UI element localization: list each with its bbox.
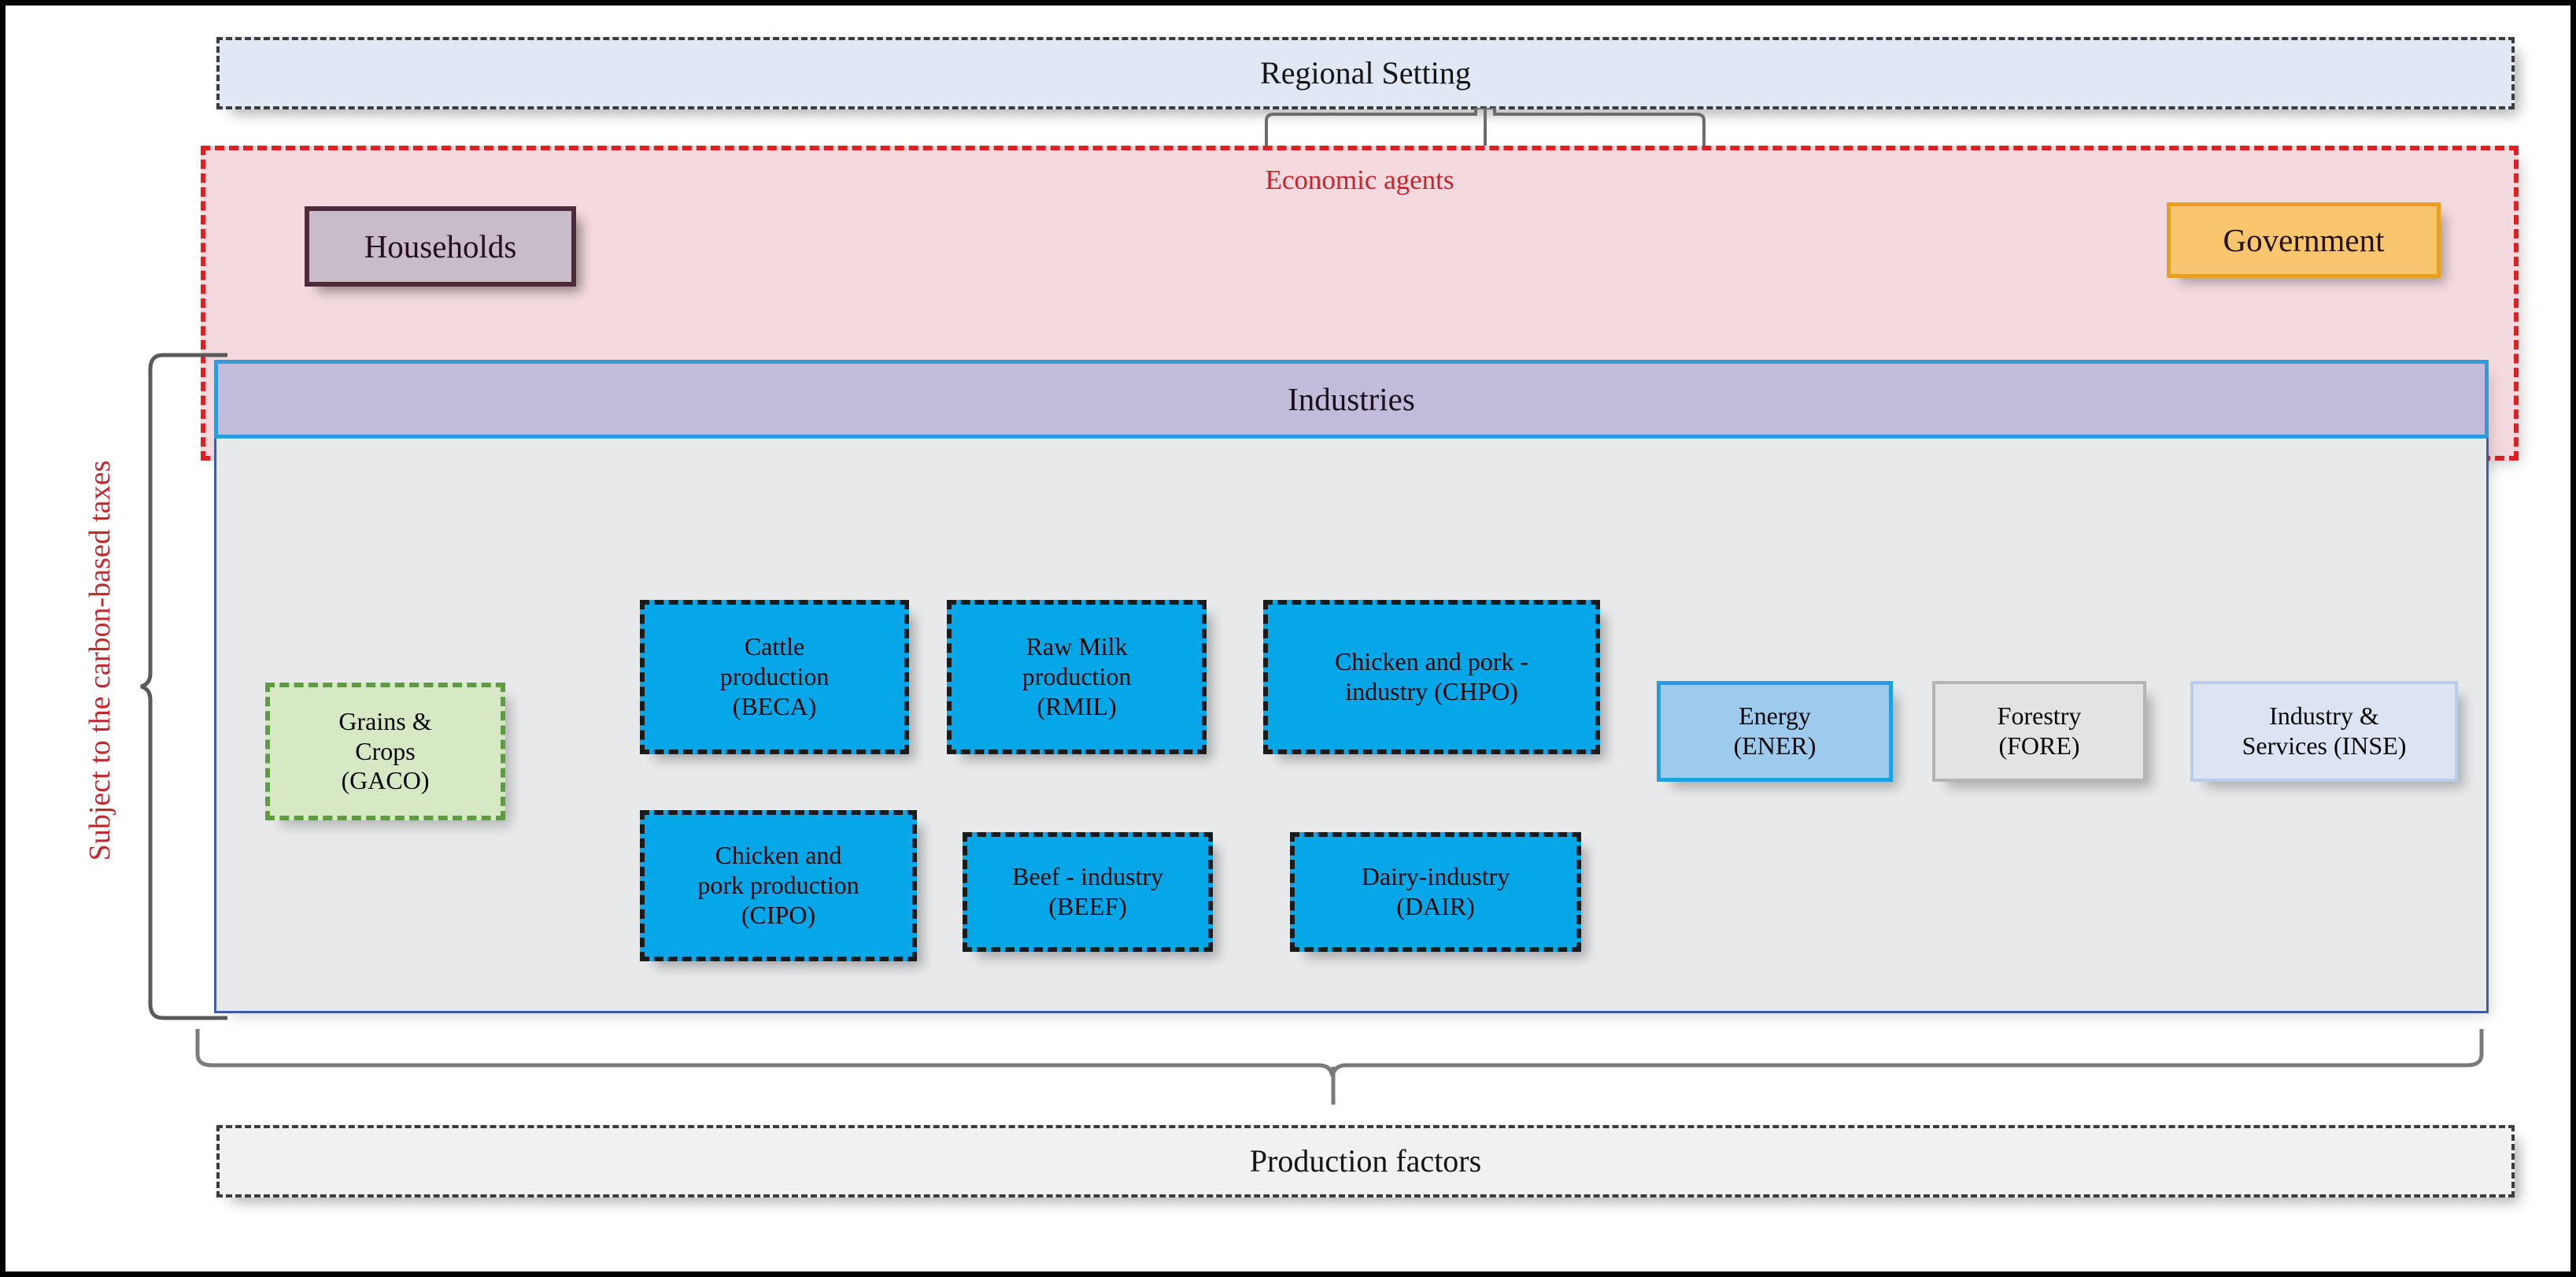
industry-label-beef: Beef - industry (BEEF) — [1012, 862, 1163, 920]
industry-label-chpo: Chicken and pork - industry (CHPO) — [1334, 647, 1529, 705]
industry-box-inse[interactable]: Industry & Services (INSE) — [2190, 681, 2458, 782]
industry-box-beca[interactable]: Cattle production (BECA) — [640, 600, 909, 754]
industry-label-ener: Energy (ENER) — [1733, 701, 1817, 760]
production-factors-brace-icon — [195, 1029, 2484, 1105]
industry-label-inse: Industry & Services (INSE) — [2242, 701, 2407, 760]
economic-agents-label: Economic agents — [1265, 165, 1454, 195]
industry-label-dair: Dairy-industry (DAIR) — [1361, 862, 1510, 920]
regional-setting-label: Regional Setting — [1260, 55, 1471, 91]
industry-box-gaco[interactable]: Grains & Crops (GACO) — [265, 683, 505, 820]
industry-label-beca: Cattle production (BECA) — [719, 632, 830, 720]
production-factors-band: Production factors — [216, 1125, 2515, 1197]
industry-label-rmil: Raw Milk production (RMIL) — [1022, 632, 1132, 720]
production-factors-label: Production factors — [1249, 1143, 1482, 1179]
industries-label: Industries — [1288, 380, 1415, 417]
industry-label-gaco: Grains & Crops (GACO) — [338, 706, 432, 795]
regional-setting-band: Regional Setting — [216, 37, 2515, 109]
government-box[interactable]: Government — [2167, 202, 2441, 278]
households-label: Households — [364, 228, 517, 265]
industry-label-fore: Forestry (FORE) — [1997, 701, 2082, 760]
industry-box-chpo[interactable]: Chicken and pork - industry (CHPO) — [1263, 600, 1600, 754]
industries-band: Industries — [214, 360, 2489, 439]
industry-box-dair[interactable]: Dairy-industry (DAIR) — [1290, 832, 1581, 952]
industry-label-cipo: Chicken and pork production (CIPO) — [697, 841, 859, 929]
industry-box-ener[interactable]: Energy (ENER) — [1657, 681, 1893, 782]
industry-box-beef[interactable]: Beef - industry (BEEF) — [963, 832, 1213, 952]
government-label: Government — [2223, 221, 2385, 258]
industry-box-cipo[interactable]: Chicken and pork production (CIPO) — [640, 810, 917, 961]
households-box[interactable]: Households — [305, 206, 576, 287]
industry-box-rmil[interactable]: Raw Milk production (RMIL) — [947, 600, 1207, 754]
industry-box-fore[interactable]: Forestry (FORE) — [1932, 681, 2146, 782]
carbon-tax-caption: Subject to the carbon-based taxes — [83, 460, 116, 861]
